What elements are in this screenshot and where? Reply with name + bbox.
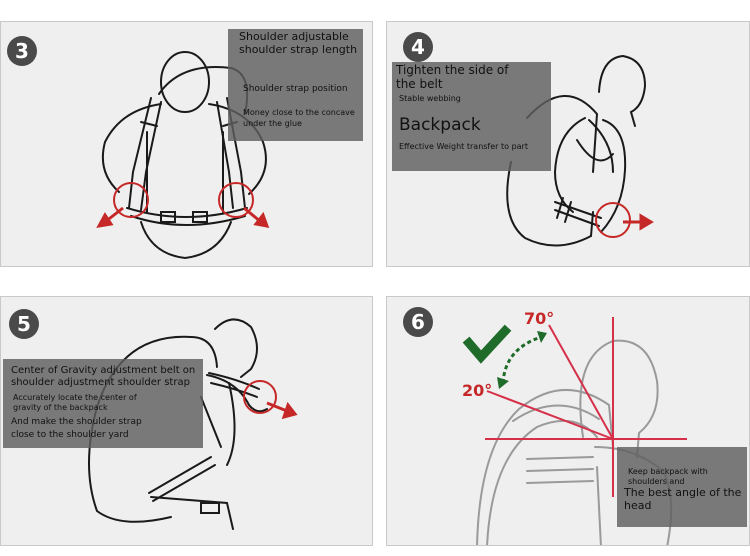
step-number-badge: 6	[403, 307, 433, 337]
caption-line: Keep backpack with	[628, 467, 708, 476]
caption-line: shoulder adjustment shoulder strap	[11, 377, 190, 389]
caption-line: shoulders and	[628, 477, 684, 486]
caption-line: Stable webbing	[399, 94, 461, 103]
panel-step-3: 3 Shoulder adjustable shoulder strap len…	[0, 21, 373, 267]
caption-line: Shoulder adjustable	[239, 31, 349, 44]
step-number-badge: 5	[9, 309, 39, 339]
caption-line: the belt	[396, 78, 443, 92]
caption-line: The best angle of the	[624, 487, 741, 500]
panel-step-5: 5 Center of Gravity adjustment belt on s…	[0, 296, 373, 546]
caption-line: head	[624, 500, 651, 513]
caption-line: And make the shoulder strap	[11, 417, 142, 427]
caption-line: shoulder strap length	[239, 44, 357, 57]
caption-line: Backpack	[399, 116, 481, 136]
caption-line: Effective Weight transfer to part	[399, 142, 528, 151]
caption-line: Shoulder strap position	[243, 84, 348, 94]
caption-line: under the glue	[243, 119, 302, 128]
panel-step-4: 4 Tighten the side of the belt Stable we…	[386, 21, 750, 267]
caption-line: Accurately locate the center of	[13, 393, 137, 402]
step-number-badge: 4	[403, 32, 433, 62]
caption-line: Money close to the concave	[243, 108, 355, 117]
caption-line: Tighten the side of	[396, 64, 509, 78]
step-number-badge: 3	[7, 36, 37, 66]
angle-70-label: 70°	[524, 309, 554, 328]
checkmark-icon	[469, 331, 505, 357]
caption-line: gravity of the backpack	[13, 403, 108, 412]
angle-20-label: 20°	[462, 381, 492, 400]
caption-line: close to the shoulder yard	[11, 430, 129, 440]
caption-line: Center of Gravity adjustment belt on	[11, 365, 195, 377]
panel-step-6: 6 70° 20° Keep backpack with shoulders a…	[386, 296, 750, 546]
